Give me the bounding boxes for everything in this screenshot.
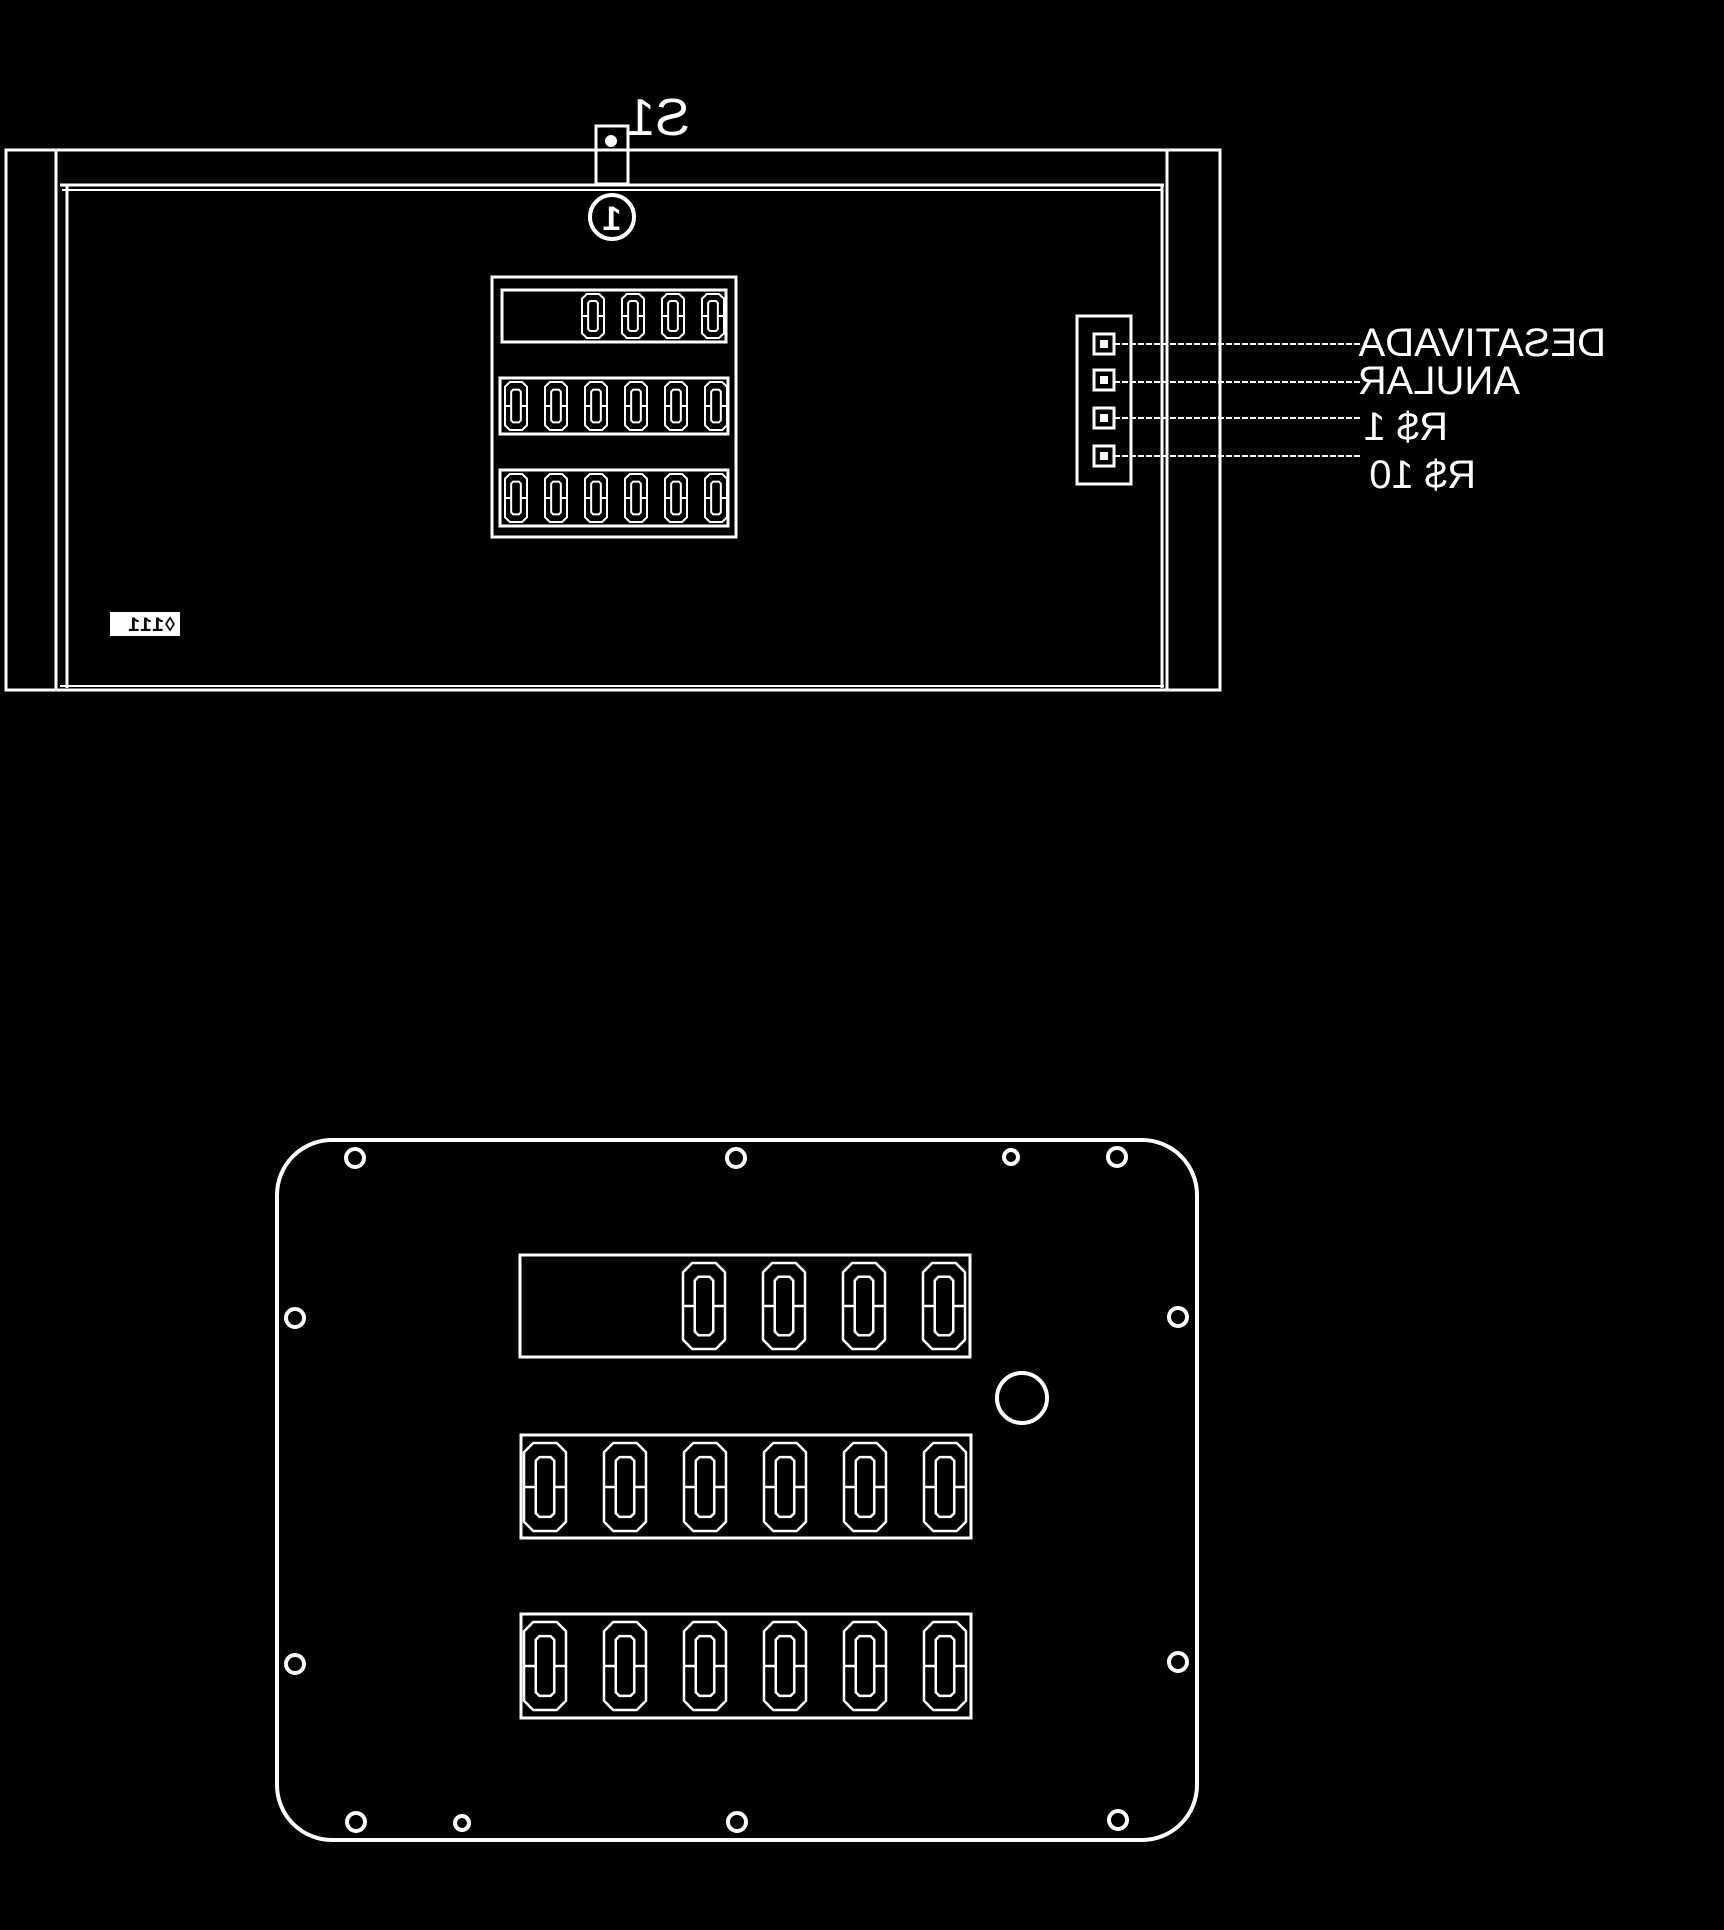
button-anular bbox=[1092, 368, 1360, 392]
front-display-digit bbox=[842, 1441, 888, 1533]
button-desativada bbox=[1092, 332, 1360, 356]
front-display-digit bbox=[922, 1441, 968, 1533]
mounting-hole bbox=[1167, 1306, 1189, 1328]
mounting-holes bbox=[284, 1146, 1189, 1833]
top-display-digit bbox=[621, 293, 645, 339]
outer-enclosure bbox=[4, 148, 1222, 692]
front-panel bbox=[275, 1138, 1199, 1842]
front-display-digit bbox=[761, 1261, 807, 1351]
top-display-digit bbox=[701, 293, 725, 339]
top-display-digit bbox=[704, 473, 728, 523]
label-plate-text: ◊111 bbox=[128, 615, 176, 638]
front-display-digit bbox=[842, 1620, 888, 1712]
top-display-digit bbox=[704, 381, 728, 431]
top-display-digits bbox=[504, 293, 728, 523]
top-display-digit bbox=[544, 381, 568, 431]
switch-s1-label: S1 bbox=[626, 89, 690, 147]
mounting-hole bbox=[1167, 1651, 1189, 1673]
switch-s1 bbox=[594, 124, 630, 186]
label-plate bbox=[110, 612, 180, 636]
top-display-digit bbox=[624, 473, 648, 523]
front-display-digit bbox=[762, 1441, 808, 1533]
front-display-digit bbox=[682, 1441, 728, 1533]
marker-circle bbox=[588, 193, 636, 241]
front-display-digit bbox=[682, 1620, 728, 1712]
mounting-hole bbox=[1107, 1809, 1129, 1831]
mounting-hole bbox=[1106, 1146, 1128, 1168]
top-display-digit bbox=[664, 473, 688, 523]
mounting-hole bbox=[1002, 1148, 1020, 1166]
mounting-hole bbox=[725, 1147, 747, 1169]
marker-number: 1 bbox=[603, 200, 622, 238]
front-display-2-frame bbox=[519, 1433, 973, 1540]
label-desativada: DESATIVADA bbox=[1358, 321, 1606, 365]
label-anular: ANULAR bbox=[1358, 359, 1520, 403]
top-display-digit bbox=[504, 381, 528, 431]
top-display-digit bbox=[581, 293, 605, 339]
switch-s1-pin bbox=[605, 135, 617, 147]
top-display-1-frame bbox=[500, 288, 728, 344]
mounting-hole bbox=[345, 1811, 367, 1833]
front-display-digit bbox=[602, 1441, 648, 1533]
top-display-digit bbox=[661, 293, 685, 339]
front-display-3-frame bbox=[519, 1612, 973, 1720]
button-rs1 bbox=[1092, 406, 1360, 430]
top-view bbox=[4, 124, 1360, 692]
top-display-digit bbox=[624, 381, 648, 431]
front-display-digits bbox=[522, 1261, 968, 1712]
front-display-digit bbox=[921, 1261, 967, 1351]
mounting-hole bbox=[284, 1307, 306, 1329]
mounting-hole bbox=[284, 1653, 306, 1675]
button-rs10 bbox=[1092, 444, 1360, 468]
top-display-digit bbox=[584, 381, 608, 431]
display-module bbox=[490, 275, 738, 539]
panel-outline bbox=[275, 1138, 1199, 1842]
front-display-digit bbox=[841, 1261, 887, 1351]
front-display-digit bbox=[922, 1620, 968, 1712]
panel-knob-hole bbox=[995, 1371, 1049, 1425]
front-display-1-frame bbox=[518, 1253, 972, 1359]
front-display-digit bbox=[522, 1620, 568, 1712]
top-display-digit bbox=[504, 473, 528, 523]
mounting-hole bbox=[344, 1147, 366, 1169]
front-display-digit bbox=[762, 1620, 808, 1712]
mounting-hole bbox=[453, 1814, 471, 1832]
label-rs10: R$ 10 bbox=[1369, 453, 1476, 497]
front-display-digit bbox=[522, 1441, 568, 1533]
top-display-digit bbox=[584, 473, 608, 523]
mounting-hole bbox=[726, 1811, 748, 1833]
top-display-digit bbox=[544, 473, 568, 523]
button-block bbox=[1075, 314, 1133, 486]
front-display-digit bbox=[602, 1620, 648, 1712]
top-display-digit bbox=[664, 381, 688, 431]
front-display-digit bbox=[681, 1261, 727, 1351]
label-rs1: R$ 1 bbox=[1364, 405, 1449, 449]
